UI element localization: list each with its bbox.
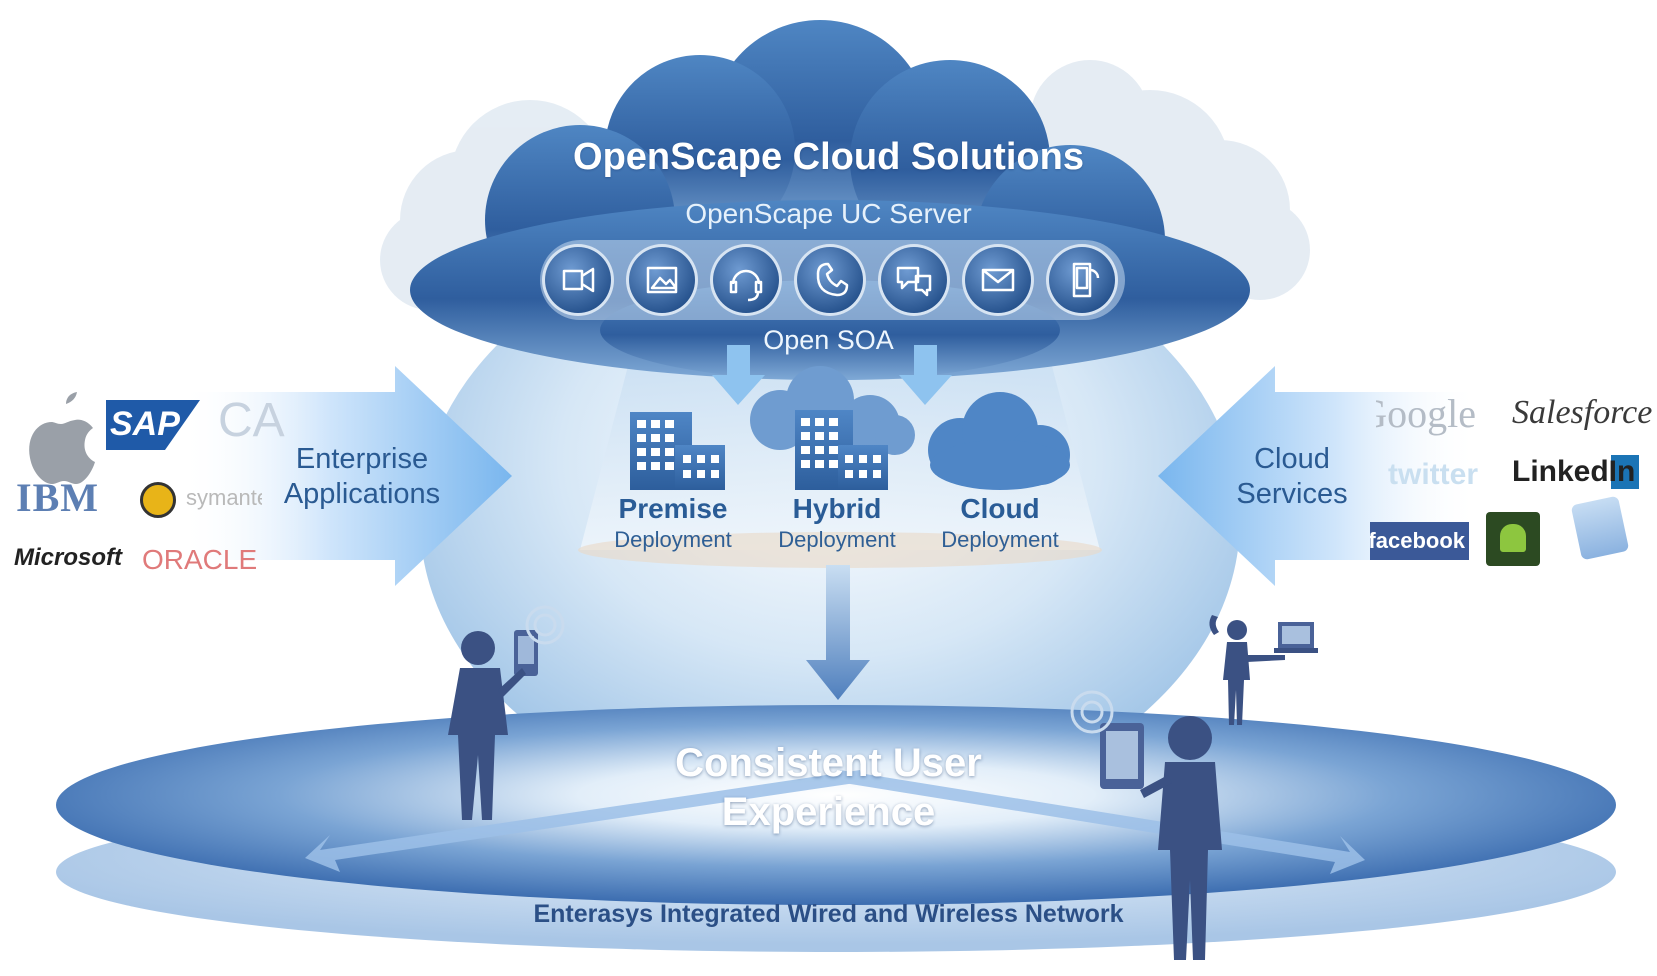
ca-logo: CA — [218, 394, 285, 447]
symantec-mark-icon — [140, 482, 176, 518]
person-tablet-icon — [1100, 716, 1222, 960]
cloud-deployment-icon — [928, 392, 1070, 490]
hybrid-title: Hybrid — [792, 493, 882, 524]
linkedin-logo: LinkedIn — [1512, 455, 1640, 489]
image-icon — [626, 244, 698, 316]
enterprise-arrow — [180, 366, 512, 586]
video-icon — [542, 244, 614, 316]
symantec-logo: symantec — [186, 485, 262, 510]
hybrid-subtitle: Deployment — [778, 527, 896, 552]
apple-logo — [29, 392, 95, 484]
person-laptop-icon — [1209, 615, 1318, 725]
enterprise-label-line2: Applications — [283, 478, 441, 510]
service-icons — [542, 244, 1118, 316]
mail-icon — [962, 244, 1034, 316]
google-logo: Google — [1376, 391, 1476, 436]
cloud-subtitle: Deployment — [941, 527, 1059, 552]
premise-title: Premise — [618, 493, 728, 524]
sap-logo — [106, 400, 200, 450]
cloud-title-label: Cloud — [960, 493, 1040, 524]
facebook-logo: facebook — [1370, 522, 1469, 560]
phone-icon — [794, 244, 866, 316]
consistent-user-line1: Consistent User — [675, 741, 982, 785]
cloud-title: OpenScape Cloud Solutions — [573, 136, 1084, 178]
consistent-user-line2: Experience — [721, 790, 936, 834]
hybrid-building-icon — [750, 366, 915, 490]
network-label: Enterasys Integrated Wired and Wireless … — [533, 900, 1124, 928]
person-mobile-icon — [448, 630, 538, 820]
disc-arrows — [305, 770, 1365, 874]
network-disc — [56, 705, 1616, 905]
salesforce-logo: Salesforce — [1512, 394, 1653, 431]
open-soa-label: Open SOA — [763, 325, 894, 355]
ibm-logo: IBM — [16, 475, 99, 520]
cloud-services-label-line2: Services — [1236, 478, 1348, 510]
premise-building-icon — [630, 412, 725, 490]
deployment-platform — [578, 532, 1102, 568]
chat-icon — [878, 244, 950, 316]
oracle-logo: ORACLE — [142, 544, 258, 575]
center-down-arrow — [806, 565, 870, 700]
signal-rings — [525, 605, 1114, 734]
headset-icon — [710, 244, 782, 316]
premise-subtitle: Deployment — [614, 527, 732, 552]
sap-logo-text: SAP — [110, 405, 180, 443]
mobile-icon — [1046, 244, 1118, 316]
soa-arrows — [712, 345, 952, 405]
enterprise-label-line1: Enterprise — [295, 443, 429, 475]
cloud-services-label-line1: Cloud — [1254, 443, 1330, 475]
twitter-logo: twitter — [1388, 458, 1478, 491]
uc-server-label: OpenScape UC Server — [685, 198, 972, 229]
android-app-icon — [1486, 512, 1540, 566]
microsoft-logo: Microsoft — [14, 544, 122, 571]
